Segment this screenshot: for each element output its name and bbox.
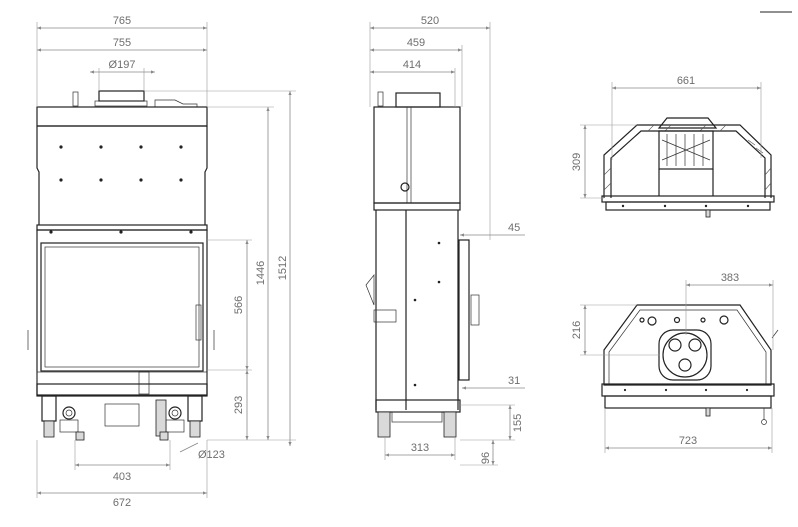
top-dimensions: 661 309 [571, 75, 762, 199]
grille [658, 130, 714, 170]
front-view [27, 90, 215, 441]
door-side [458, 239, 470, 381]
side-dimensions: 520 459 414 45 31 155 96 313 [369, 15, 525, 466]
dim-216: 216 [571, 321, 583, 339]
dim-96: 96 [480, 452, 492, 464]
dim-403: 403 [113, 471, 131, 483]
dim-inlet-diameter: Ø123 [198, 449, 225, 461]
dim-313: 313 [411, 442, 429, 454]
flue-collar [98, 90, 145, 102]
dim-309: 309 [571, 153, 583, 171]
dim-31: 31 [508, 375, 520, 387]
bottom-dimensions: 383 216 723 [571, 272, 774, 453]
dim-414: 414 [403, 59, 421, 71]
dim-566: 566 [233, 296, 245, 314]
top-view [601, 117, 775, 218]
dim-flue-diameter: Ø197 [109, 59, 136, 71]
dim-661: 661 [677, 75, 695, 87]
flue-outlet [658, 329, 712, 381]
dim-520: 520 [421, 15, 439, 27]
dim-1446: 1446 [255, 261, 267, 285]
dim-155: 155 [512, 414, 524, 432]
door-handle [195, 304, 202, 341]
dim-765: 765 [113, 15, 131, 27]
dim-672: 672 [113, 497, 131, 509]
dim-723: 723 [679, 435, 697, 447]
dim-293: 293 [233, 396, 245, 414]
dim-755: 755 [113, 37, 131, 49]
dim-45: 45 [508, 222, 520, 234]
door-frame [36, 229, 208, 396]
bottom-view [601, 304, 779, 425]
dim-459: 459 [407, 37, 425, 49]
dim-383: 383 [721, 272, 739, 284]
side-view [365, 91, 480, 438]
glass-door [40, 242, 204, 372]
front-dimensions: 765 755 Ø197 1446 1512 566 293 Ø123 403 … [36, 15, 296, 509]
dim-1512: 1512 [277, 256, 289, 280]
